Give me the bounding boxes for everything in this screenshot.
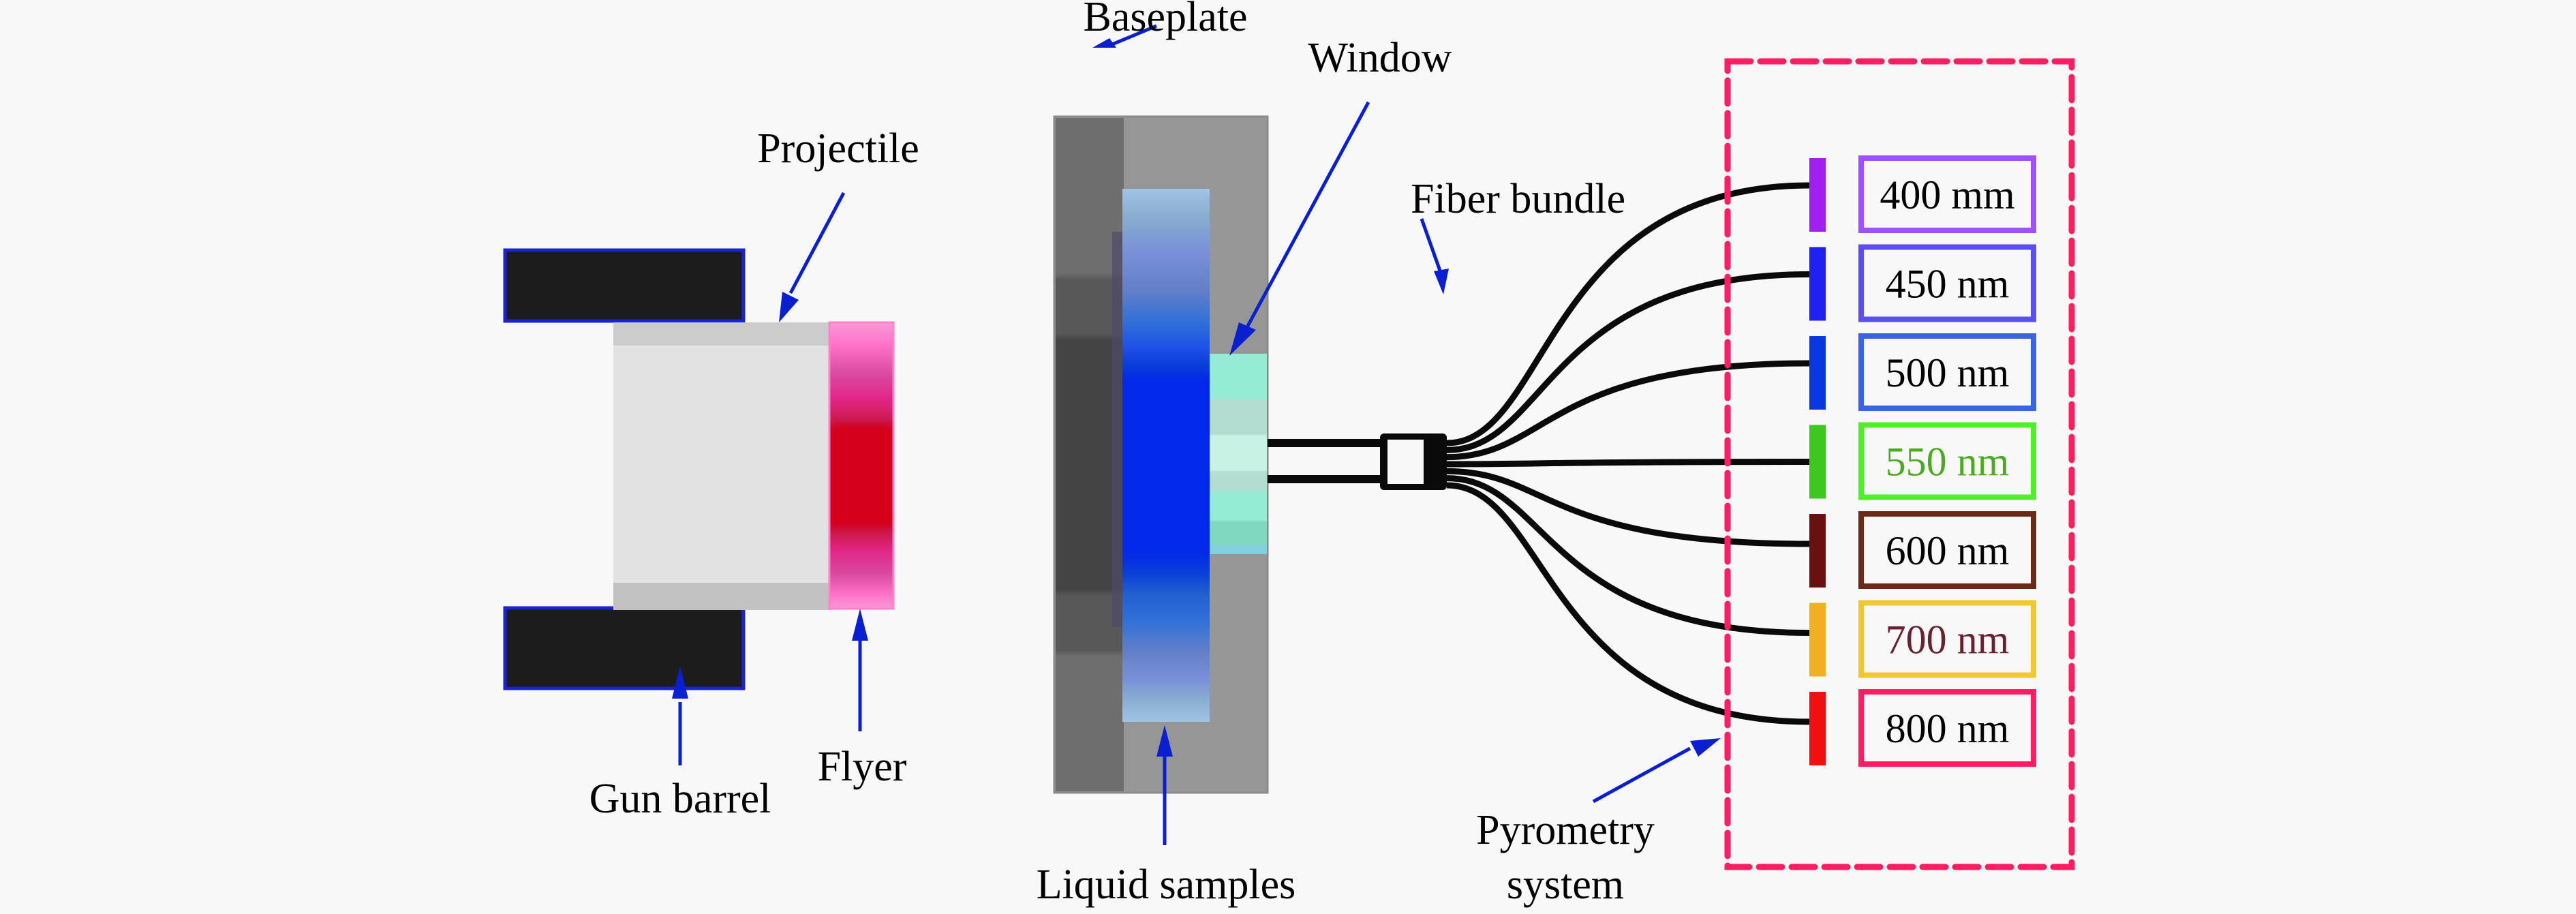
channel-wavelength-box <box>1858 422 2036 500</box>
channel-wavelength-box <box>1858 333 2036 411</box>
channel-wavelength-box <box>1858 511 2036 589</box>
channel-detector-bar <box>1809 247 1826 321</box>
channel-detector-bar <box>1809 158 1826 232</box>
channel-detector-bar <box>1809 603 1826 677</box>
label-flyer: Flyer <box>818 744 907 790</box>
gun-barrel-lower <box>503 606 746 690</box>
label-fiber-bundle: Fiber bundle <box>1411 176 1625 222</box>
label-gun-barrel: Gun barrel <box>589 776 771 822</box>
channel-detector-bar <box>1809 425 1826 499</box>
flyer <box>828 321 895 610</box>
gun-barrel-arrow <box>672 666 688 765</box>
channel-wavelength-label: 700 nm <box>1886 618 2010 662</box>
channel-wavelength-label: 500 nm <box>1886 350 2010 395</box>
baseplate-joint <box>1112 232 1123 627</box>
fiber-connector <box>1380 433 1447 490</box>
label-pyrometry-line2: system <box>1507 862 1624 908</box>
projectile-arrow <box>779 192 846 322</box>
gun-barrel-upper <box>503 248 746 323</box>
gun-barrel <box>503 248 746 690</box>
fiber-line <box>1446 360 1810 461</box>
liquid-samples <box>1122 189 1210 722</box>
liquid-samples-arrow <box>1156 725 1173 845</box>
label-liquid-samples: Liquid samples <box>1037 862 1296 908</box>
fiber-line <box>1446 271 1810 453</box>
channel-wavelength-label: 450 nm <box>1886 262 2010 307</box>
channel-detector-bar <box>1809 336 1826 410</box>
flyer-arrow <box>852 609 868 731</box>
annotation-arrows <box>672 24 1721 845</box>
pyrometry-channels: 400 mm 450 nm 500 nm 550 nm 600 nm 700 nm 800 … <box>1809 155 2036 767</box>
label-pyrometry-line1: Pyrometry <box>1476 807 1655 853</box>
label-baseplate: Baseplate <box>1083 0 1247 40</box>
channel-wavelength-label: 400 mm <box>1880 172 2014 217</box>
fiber-line <box>1446 475 1810 636</box>
text-labels: Projectile Gun barrel Flyer Baseplate Wi… <box>589 0 1655 908</box>
window <box>1210 354 1267 554</box>
channel-detector-bar <box>1809 692 1826 765</box>
fiber-bundle-arrow <box>1420 218 1449 294</box>
pyrometry-system-arrow <box>1592 738 1721 804</box>
projectile-top-edge <box>613 322 831 346</box>
fiber-bundle-lines <box>1446 182 1810 725</box>
channel-wavelength-box <box>1858 244 2036 322</box>
connector-window <box>1387 440 1424 484</box>
channel-wavelength-box <box>1858 155 2036 233</box>
baseplate-arrow <box>1092 24 1157 48</box>
fiber-line <box>1446 468 1810 547</box>
channel-detector-bar <box>1809 514 1826 588</box>
channel-wavelength-box <box>1858 600 2036 678</box>
channel-wavelength-label: 550 nm <box>1886 440 2010 485</box>
channel-wavelength-label: 800 nm <box>1886 706 2010 751</box>
target-assembly <box>1053 115 1269 794</box>
channel-wavelength-label: 600 nm <box>1886 528 2010 573</box>
label-window: Window <box>1308 35 1452 81</box>
pyrometry-system-box <box>1724 58 2075 870</box>
label-projectile: Projectile <box>757 125 919 172</box>
fiber-line <box>1446 182 1810 446</box>
window-arrow <box>1229 101 1370 356</box>
fiber-line <box>1446 459 1810 468</box>
channel-wavelength-box <box>1858 689 2036 767</box>
projectile-bottom-edge <box>613 583 831 610</box>
fiber-leads <box>1268 439 1383 483</box>
fiber-line <box>1446 482 1810 725</box>
projectile-body <box>613 322 831 610</box>
projectile <box>613 322 831 610</box>
